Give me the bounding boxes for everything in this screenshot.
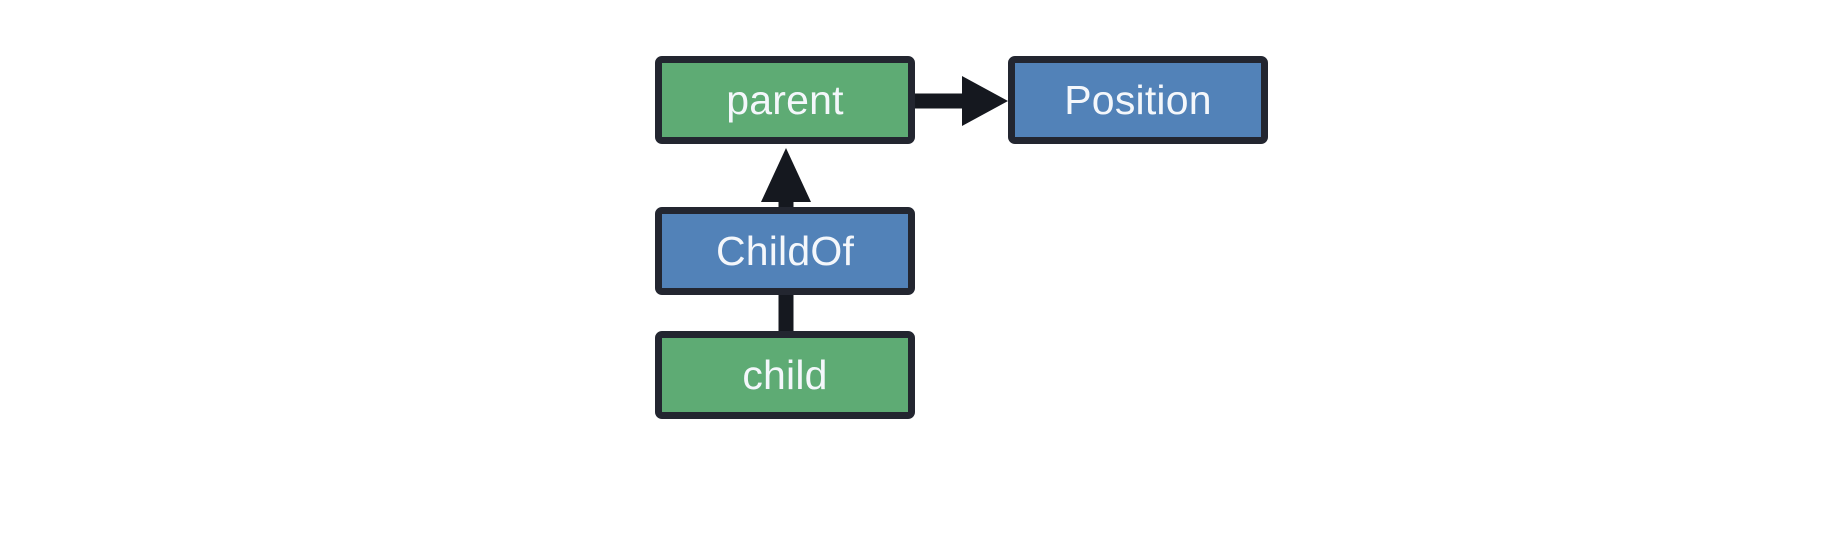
node-position-label: Position — [1064, 76, 1212, 123]
edge-childof-to-parent-arrowhead — [761, 148, 811, 202]
node-childof[interactable]: ChildOf — [655, 207, 915, 295]
node-child-label: child — [742, 351, 828, 398]
node-parent[interactable]: parent — [655, 56, 915, 144]
edge-childof-to-parent — [761, 148, 811, 207]
node-position[interactable]: Position — [1008, 56, 1268, 144]
edge-parent-to-position-arrowhead — [962, 76, 1008, 126]
edge-parent-to-position — [913, 76, 1008, 126]
node-parent-label: parent — [726, 76, 844, 123]
node-child[interactable]: child — [655, 331, 915, 419]
node-childof-label: ChildOf — [715, 227, 855, 274]
